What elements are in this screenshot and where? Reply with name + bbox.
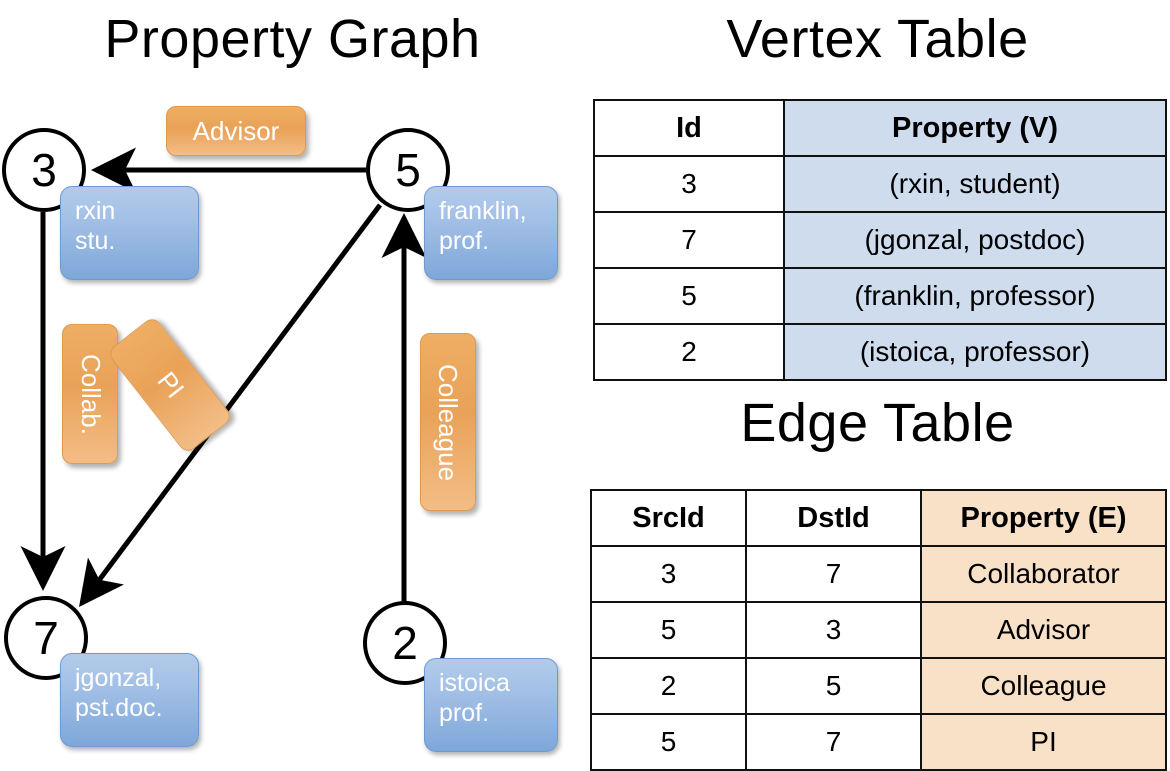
edge-cell-property: Colleague bbox=[920, 657, 1167, 715]
edge-cell-dst: 3 bbox=[745, 601, 922, 659]
graph-node-5-label: 5 bbox=[395, 144, 421, 196]
vertex-cell-id: 5 bbox=[593, 267, 785, 325]
table-row[interactable]: 7 (jgonzal, postdoc) bbox=[593, 211, 1167, 269]
vertex-cell-id: 3 bbox=[593, 155, 785, 213]
graph-node-2-label: 2 bbox=[392, 617, 418, 669]
vertex-cell-property: (rxin, student) bbox=[783, 155, 1167, 213]
edge-cell-property: PI bbox=[920, 713, 1167, 771]
edge-label-collab: Collab. bbox=[62, 324, 118, 464]
table-row[interactable]: 2 (istoica, professor) bbox=[593, 323, 1167, 381]
vertex-cell-id: 7 bbox=[593, 211, 785, 269]
vertex-table-header-id: Id bbox=[593, 99, 785, 157]
table-row[interactable]: 3 (rxin, student) bbox=[593, 155, 1167, 213]
edge-line-5-to-7 bbox=[79, 203, 383, 608]
edge-table: SrcId DstId Property (E) 3 7 Collaborato… bbox=[590, 489, 1167, 771]
edge-label-colleague: Colleague bbox=[420, 333, 476, 511]
graph-edges-svg bbox=[20, 147, 427, 608]
page-title-vertex-table: Vertex Table bbox=[726, 9, 1029, 69]
edge-cell-dst: 5 bbox=[745, 657, 922, 715]
graph-node-2[interactable]: 2 bbox=[363, 601, 447, 685]
graph-node-5[interactable]: 5 bbox=[366, 128, 450, 212]
vertex-property-box-3: rxin stu. bbox=[60, 186, 199, 280]
edge-cell-src: 5 bbox=[590, 713, 747, 771]
edge-cell-dst: 7 bbox=[745, 545, 922, 603]
graph-node-7-label: 7 bbox=[33, 612, 59, 664]
page-title-edge-table: Edge Table bbox=[740, 393, 1015, 453]
edge-label-colleague-text: Colleague bbox=[433, 363, 464, 481]
edge-table-header-row: SrcId DstId Property (E) bbox=[590, 489, 1167, 547]
table-row[interactable]: 5 (franklin, professor) bbox=[593, 267, 1167, 325]
edge-label-pi-text: PI bbox=[151, 365, 190, 404]
edge-cell-src: 5 bbox=[590, 601, 747, 659]
edge-cell-property: Collaborator bbox=[920, 545, 1167, 603]
edge-table-header-property: Property (E) bbox=[920, 489, 1167, 547]
page-title-property-graph: Property Graph bbox=[104, 9, 481, 69]
graph-node-3-label: 3 bbox=[31, 144, 57, 196]
vertex-table: Id Property (V) 3 (rxin, student) 7 (jgo… bbox=[593, 99, 1167, 381]
vertex-cell-id: 2 bbox=[593, 323, 785, 381]
vertex-cell-property: (franklin, professor) bbox=[783, 267, 1167, 325]
edge-cell-dst: 7 bbox=[745, 713, 922, 771]
edge-cell-src: 3 bbox=[590, 545, 747, 603]
table-row[interactable]: 2 5 Colleague bbox=[590, 657, 1167, 715]
vertex-cell-property: (istoica, professor) bbox=[783, 323, 1167, 381]
edge-cell-src: 2 bbox=[590, 657, 747, 715]
edge-cell-property: Advisor bbox=[920, 601, 1167, 659]
edge-label-advisor: Advisor bbox=[166, 106, 306, 156]
table-row[interactable]: 5 7 PI bbox=[590, 713, 1167, 771]
table-row[interactable]: 3 7 Collaborator bbox=[590, 545, 1167, 603]
vertex-property-box-2: istoica prof. bbox=[424, 658, 558, 752]
vertex-table-header-row: Id Property (V) bbox=[593, 99, 1167, 157]
edge-table-header-dstid: DstId bbox=[745, 489, 922, 547]
vertex-cell-property: (jgonzal, postdoc) bbox=[783, 211, 1167, 269]
vertex-property-box-5: franklin, prof. bbox=[424, 186, 558, 280]
table-row[interactable]: 5 3 Advisor bbox=[590, 601, 1167, 659]
edge-label-collab-text: Collab. bbox=[75, 353, 106, 435]
edge-table-header-srcid: SrcId bbox=[590, 489, 747, 547]
property-graph-diagram: 3 5 7 2 rxin stu. franklin, prof. jgonza… bbox=[0, 0, 585, 760]
vertex-table-header-property: Property (V) bbox=[783, 99, 1167, 157]
edge-label-advisor-text: Advisor bbox=[192, 115, 280, 146]
vertex-property-box-7: jgonzal, pst.doc. bbox=[60, 653, 199, 747]
